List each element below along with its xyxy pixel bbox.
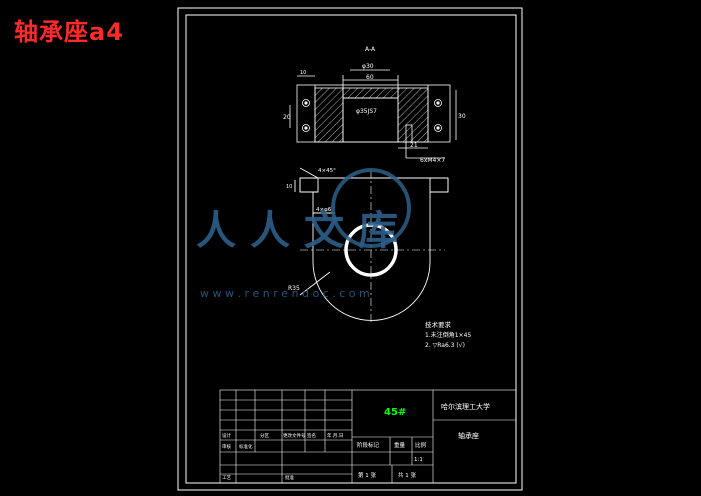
outer-frame	[177, 7, 523, 491]
notes-line2: 2. ▽Ra6.3 (√)	[425, 342, 465, 349]
material-label: 45#	[384, 407, 406, 418]
hatch-top	[342, 87, 399, 99]
row-design: 设计	[222, 432, 231, 439]
hatch-left	[314, 87, 344, 143]
scale-value: 1:1	[414, 457, 423, 463]
watermark-url: w w w . r e n r e n d o c . c o m	[200, 287, 370, 300]
scale-label: 比例	[415, 441, 427, 449]
part-name: 轴承座	[458, 431, 479, 440]
dim-holes: 4×φ6	[316, 207, 332, 213]
dim-side-h: 10	[286, 184, 292, 190]
col-partition: 分区	[260, 432, 269, 439]
page-title: 轴承座a4	[14, 18, 124, 46]
title-block	[219, 389, 517, 484]
row-process: 工艺	[222, 475, 231, 481]
sheet-label: 第 1 张	[358, 471, 376, 479]
watermark-logo-ring	[331, 168, 411, 248]
dim-radius: R35	[288, 285, 300, 292]
watermark-brand: 人人文库	[196, 208, 412, 254]
dim-bore: φ35JS7	[356, 108, 377, 115]
dim-left-small: 10	[300, 70, 306, 76]
watermark: 人人文库 w w w . r e n r e n d o c . c o m	[196, 168, 412, 300]
stage-label: 阶段标记	[357, 441, 380, 449]
dim-top-width: 60	[366, 74, 374, 81]
notes-heading: 技术要求	[425, 320, 452, 329]
bore-cutout	[342, 97, 399, 143]
front-view	[294, 167, 449, 325]
col-change: 更改文件号	[283, 432, 306, 439]
dim-chamfer: 4×45°	[318, 168, 336, 174]
school-name: 哈尔滨理工大学	[441, 402, 490, 411]
dim-left-height: 20	[283, 114, 291, 121]
col-sign: 签名	[307, 432, 316, 439]
weight-label: 重量	[394, 441, 406, 449]
section-label: A-A	[365, 46, 376, 53]
hatch-right	[397, 87, 429, 143]
notes-line1: 1.未注倒角1×45	[425, 331, 471, 339]
dim-thread: 6xM4×7	[420, 157, 445, 164]
col-batch: 批准	[285, 474, 294, 481]
bottom-arc	[312, 261, 431, 321]
section-view: A-A	[289, 46, 457, 159]
dim-right-height: 30	[458, 113, 466, 120]
col-date: 年.月.日	[327, 432, 343, 439]
total-label: 共 1 张	[398, 471, 416, 479]
dim-top-inner: φ30	[362, 63, 374, 70]
row-check: 审核	[222, 443, 231, 450]
col-std: 标准化	[239, 443, 253, 450]
dim-bottom-len: 21	[410, 142, 418, 149]
